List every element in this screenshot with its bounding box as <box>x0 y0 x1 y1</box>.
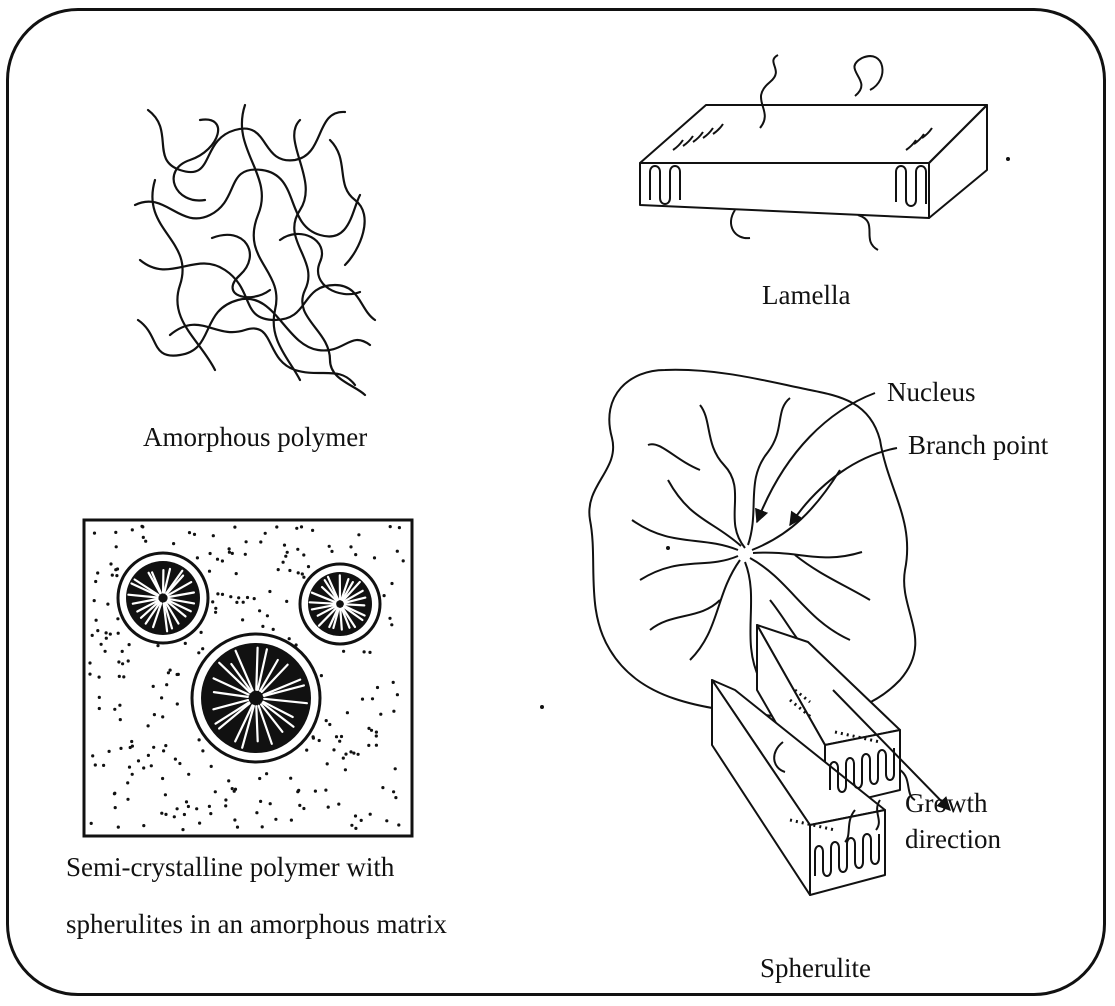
spherulite-small-right <box>300 564 380 644</box>
stray-dot <box>540 705 544 709</box>
lamella-label: Lamella <box>762 282 850 309</box>
growth-direction-label-line2: direction <box>905 826 1001 853</box>
stray-dot <box>1006 157 1010 161</box>
semi-crystalline-label-line2: spherulites in an amorphous matrix <box>66 911 447 938</box>
amorphous-chain-tangle <box>135 105 375 395</box>
lamella-side-face <box>929 105 987 218</box>
growth-direction-label-line1: Growth <box>905 790 988 817</box>
spherulite-small-left <box>118 553 208 643</box>
lamellae-stack <box>712 625 915 895</box>
stray-dot <box>666 546 670 550</box>
lamella-block <box>640 55 987 250</box>
spherulite-label: Spherulite <box>760 955 871 982</box>
nucleus-label: Nucleus <box>887 379 975 406</box>
semi-crystalline-label-line1: Semi-crystalline polymer with <box>66 854 394 881</box>
semi-crystalline-box <box>84 520 412 836</box>
lamella-front-face <box>640 163 929 218</box>
lamella-top-face <box>640 105 987 163</box>
amorphous-polymer-label: Amorphous polymer <box>143 424 367 451</box>
spherulite-disc <box>589 370 915 718</box>
spherulite-large <box>192 634 320 762</box>
branch-point-label: Branch point <box>908 432 1048 459</box>
radiating-lamellae <box>632 398 870 680</box>
